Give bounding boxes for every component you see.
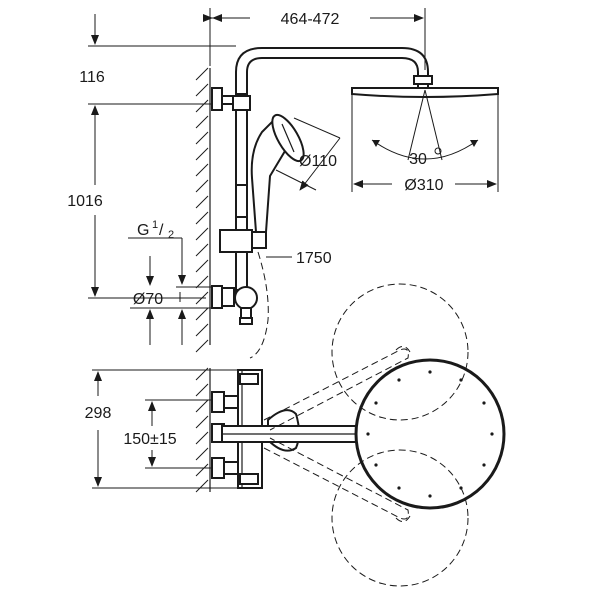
spray-angle-line-left xyxy=(407,89,426,161)
nozzle-marks xyxy=(366,370,494,498)
dim-hose-length: 1750 xyxy=(266,250,332,267)
riser-collar xyxy=(232,95,251,111)
dim-head-angle: 30 xyxy=(409,147,442,168)
spray-angle-arc xyxy=(371,139,479,160)
top-view: 298 150±15 xyxy=(85,283,506,587)
label-head-angle: 30 xyxy=(409,151,427,168)
label-top-view-depth: 298 xyxy=(85,405,112,422)
head-shower-top xyxy=(354,358,506,510)
label-hose-length: 1750 xyxy=(296,250,332,267)
wall-hatching-side xyxy=(195,67,211,353)
dim-connection-spacing: 150±15 xyxy=(123,399,212,469)
thermostat-side xyxy=(211,285,258,325)
joint-ghost-upper xyxy=(395,346,411,353)
dim-arm-projection: 464-472 xyxy=(203,8,426,70)
head-joint xyxy=(413,75,433,85)
head-shower-side xyxy=(351,87,499,98)
dim-head-diameter: Ø310 xyxy=(351,92,499,194)
label-thread-num: 1 xyxy=(152,219,158,231)
label-arm-projection: 464-472 xyxy=(281,11,340,28)
head-swivel-lower-ghost xyxy=(331,449,469,587)
joint-ghost-lower xyxy=(395,515,411,522)
label-escutcheon: Ø70 xyxy=(133,291,163,308)
label-thread-g: G xyxy=(137,222,149,239)
slider-knob xyxy=(251,231,267,249)
dim-head-offset: 116 xyxy=(79,14,236,140)
label-thread-den: 2 xyxy=(168,229,174,241)
dim-escutcheon: Ø70 xyxy=(130,256,212,345)
hand-shower xyxy=(250,113,305,233)
slider-holder xyxy=(219,229,253,253)
side-view: 464-472 116 1016 G 1 / 2 xyxy=(67,8,499,359)
arm-swivel-lower-ghost xyxy=(263,437,409,520)
wall-hatching-top xyxy=(195,367,211,493)
head-swivel-upper-ghost xyxy=(331,283,469,421)
dim-total-height: 1016 xyxy=(67,106,206,299)
label-total-height: 1016 xyxy=(67,193,103,210)
hose-path xyxy=(249,251,269,359)
dim-hand-shower-diameter: Ø110 xyxy=(275,117,341,191)
label-connection-spacing: 150±15 xyxy=(123,431,176,448)
riser-segment-lower xyxy=(235,251,248,291)
riser-segment-mid xyxy=(235,184,248,218)
wall-bracket-top xyxy=(211,87,223,111)
dim-thread: G 1 / 2 xyxy=(128,219,186,285)
label-thread-slash: / xyxy=(159,222,164,239)
spray-angle-line-right xyxy=(424,89,443,161)
arm-swivel-upper-ghost xyxy=(263,348,409,431)
label-head-offset: 116 xyxy=(79,69,105,86)
label-head-diameter: Ø310 xyxy=(404,177,443,194)
dim-top-view-depth: 298 xyxy=(85,369,238,489)
label-hand-shower-diameter: Ø110 xyxy=(299,153,337,170)
